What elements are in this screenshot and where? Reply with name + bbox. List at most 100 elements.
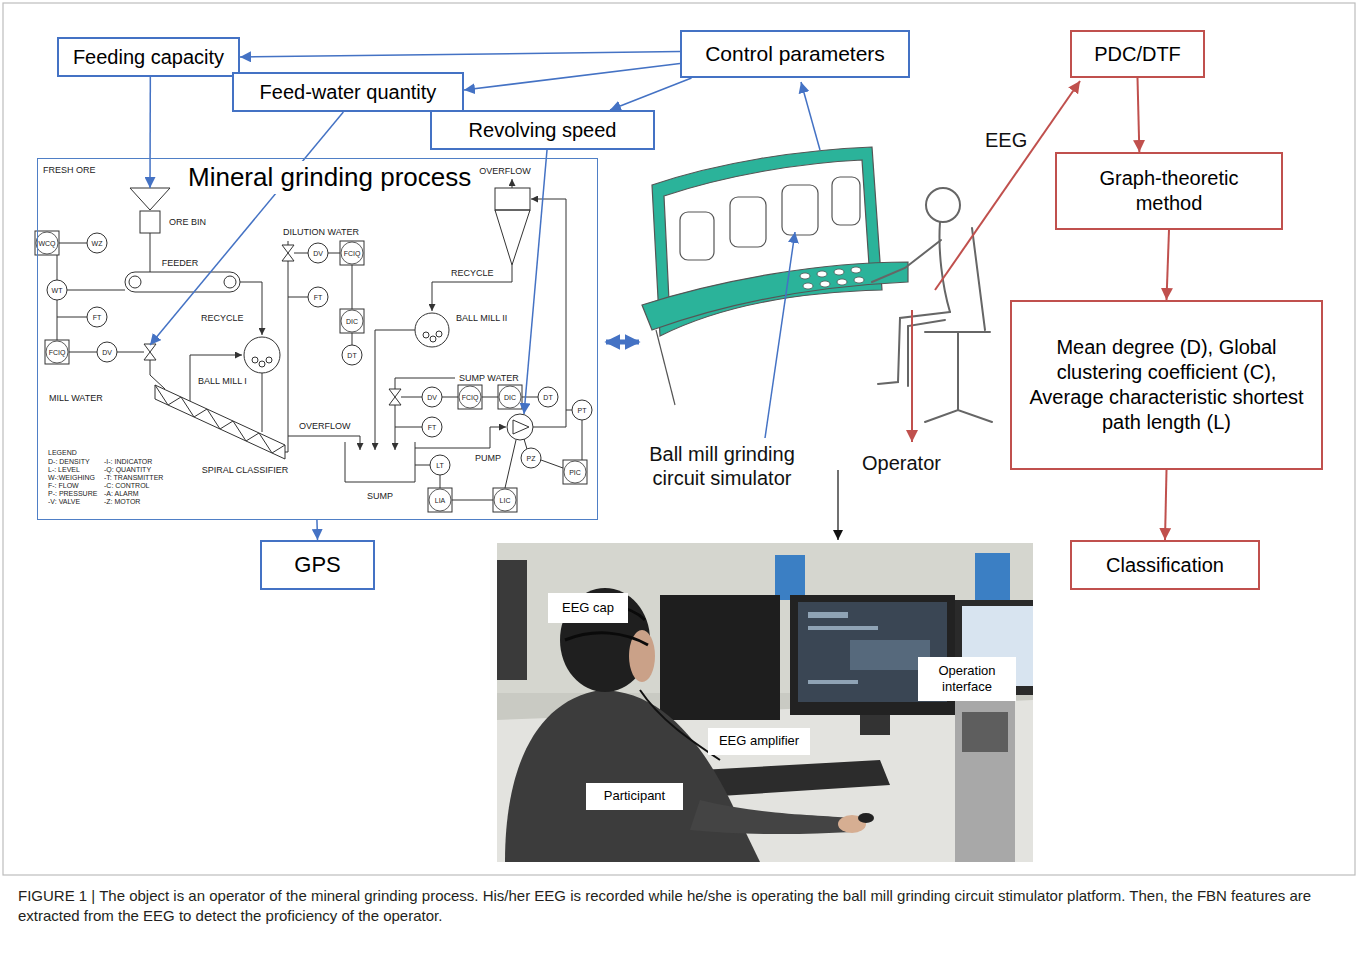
pid-legend-text: -C: CONTROL — [104, 482, 150, 489]
photo-callout: Participant — [586, 783, 683, 810]
instrument-tag: FT — [314, 294, 323, 301]
node-text: Mineral grinding process — [186, 161, 473, 194]
lab-photo — [808, 626, 878, 630]
console-button — [854, 277, 864, 283]
pid-legend-text: L-: LEVEL — [48, 466, 80, 473]
node-text: Operation interface — [924, 663, 1010, 696]
pid-drawing — [432, 265, 512, 311]
pid-drawing — [140, 211, 160, 233]
pid-drawing — [130, 188, 170, 210]
node-text: Feed-water quantity — [260, 80, 437, 105]
instrument-bubble — [422, 417, 442, 437]
pointer-arrow — [765, 232, 795, 438]
operator-figure — [872, 240, 941, 282]
pid-drawing — [125, 272, 240, 292]
instrument-tag: WZ — [92, 240, 103, 247]
pid-drawing — [240, 282, 262, 335]
console-button — [803, 283, 813, 289]
lab-photo — [975, 553, 1010, 608]
instrument-bubble — [340, 309, 364, 333]
pid-label: MILL WATER — [48, 394, 104, 403]
instrument-bubble — [563, 460, 587, 484]
arrow-connector — [464, 64, 680, 90]
pid-label: BALL MILL I — [197, 377, 248, 386]
control-box: Feed-water quantity — [232, 72, 464, 112]
pid-legend-text: F-: FLOW — [48, 482, 79, 489]
pid-label: BALL MILL II — [455, 314, 508, 323]
arrow-connector — [610, 78, 692, 110]
instrument-bubble — [308, 243, 328, 263]
pointer-arrow — [801, 82, 820, 150]
operator-figure — [939, 222, 950, 312]
operator-figure — [878, 312, 950, 384]
arrow-connector — [316, 520, 318, 540]
node-text: Control parameters — [705, 41, 885, 67]
pid-drawing — [262, 373, 263, 432]
instrument-bubble — [494, 489, 516, 511]
pid-drawing — [155, 385, 285, 453]
control-box: Control parameters — [680, 30, 910, 78]
instrument-tag: LIC — [500, 497, 511, 504]
pid-legend-text: D-: DENSITY — [48, 458, 90, 465]
pid-drawing — [144, 344, 156, 360]
lab-photo — [700, 760, 890, 797]
lab-photo — [858, 813, 874, 823]
instrument-bubble — [493, 488, 517, 512]
instrument-bubble — [459, 386, 481, 408]
instrument-bubble — [341, 242, 363, 264]
process-box: Graph-theoretic method — [1055, 152, 1283, 230]
pid-drawing — [129, 276, 141, 288]
figure-caption: FIGURE 1 | The object is an operator of … — [18, 886, 1338, 927]
instrument-tag: FT — [93, 314, 102, 321]
feature-box: Mean degree (D), Global clustering coeff… — [1010, 300, 1323, 470]
node-text: Classification — [1106, 553, 1224, 578]
instrument-bubble — [422, 387, 442, 407]
instrument-tag: FCIQ — [462, 394, 479, 401]
process-box: PDC/DTF — [1070, 30, 1205, 78]
process-box: Classification — [1070, 540, 1260, 590]
pid-legend-text: P-: PRESSURE — [48, 490, 97, 497]
pointer-arrow — [837, 470, 838, 540]
instrument-tag: DIC — [346, 318, 358, 325]
pid-label: FRESH ORE — [42, 166, 97, 175]
console-button — [817, 271, 827, 277]
pid-label: RECYCLE — [200, 314, 245, 323]
pid-drawing — [512, 179, 513, 188]
control-box: Revolving speed — [430, 110, 655, 150]
instrument-tag: DV — [313, 250, 323, 257]
lab-photo — [860, 715, 890, 735]
instrument-tag: FCIQ — [49, 349, 66, 356]
node-text: Mean degree (D), Global clustering coeff… — [1024, 335, 1309, 435]
instrument-tag: DV — [427, 394, 437, 401]
instrument-tag: PIC — [569, 469, 581, 476]
figure-frame — [3, 3, 1355, 875]
pid-legend-text: W-:WEIGHING — [48, 474, 95, 481]
pid-label: SUMP WATER — [458, 374, 520, 383]
pid-label: ORE BIN — [168, 218, 207, 227]
console-button — [834, 269, 844, 275]
pid-drawing — [57, 243, 144, 352]
pid-drawing — [430, 336, 436, 342]
instrument-bubble — [499, 386, 521, 408]
lab-photo — [690, 800, 852, 834]
arrow-connector — [1138, 78, 1140, 152]
instrument-bubble — [521, 448, 541, 468]
pid-drawing — [224, 276, 236, 288]
pid-label: SPIRAL CLASSIFIER — [201, 466, 290, 475]
instrument-tag: PZ — [527, 455, 536, 462]
instrument-bubble — [97, 342, 117, 362]
control-console — [680, 212, 714, 260]
pointer-arrow — [911, 310, 913, 442]
arrow-connector — [1167, 230, 1170, 300]
pid-drawing — [389, 389, 401, 405]
pid-legend-text: -I-: INDICATOR — [104, 458, 152, 465]
pid-drawing — [531, 199, 566, 427]
pid-drawing — [288, 241, 289, 452]
arrow-connector — [524, 150, 547, 414]
instrument-bubble — [458, 385, 482, 409]
instrument-tag: WCQ — [38, 240, 55, 247]
console-button — [800, 273, 810, 279]
instrument-bubble — [308, 287, 328, 307]
instrument-tag: DT — [543, 394, 552, 401]
pid-legend-text: -T: TRANSMITTER — [104, 474, 163, 481]
